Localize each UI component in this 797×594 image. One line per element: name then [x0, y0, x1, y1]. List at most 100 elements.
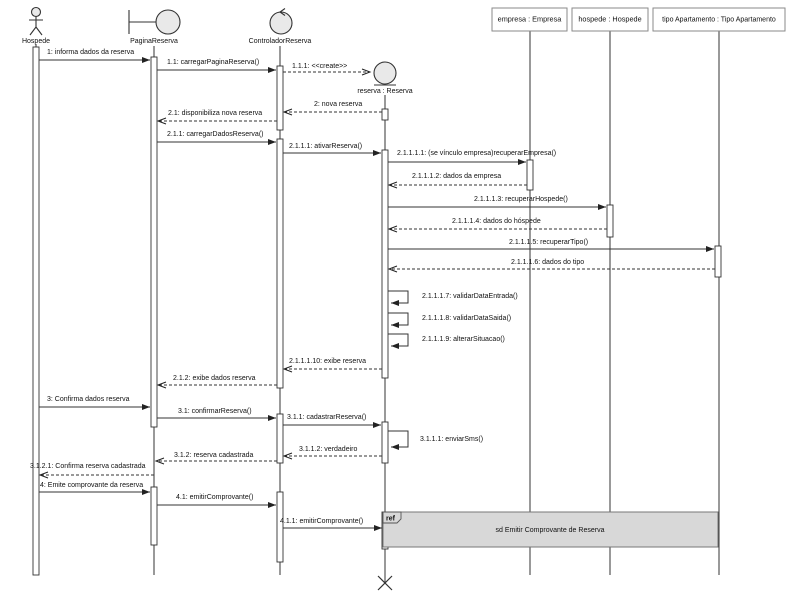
message-label: 2.1.1.1.1: (se vínculo empresa)recuperar… [397, 150, 556, 157]
message-call: 2.1.1: carregarDadosReserva() [157, 131, 276, 145]
lifeline-head-controlador-reserva: ControladorReserva [249, 8, 312, 45]
message-label: 4.1: emitirComprovante() [176, 494, 253, 501]
message-label: 2.1: disponibiliza nova reserva [168, 110, 262, 117]
ref-frame-box [382, 511, 719, 548]
lifeline-head-reserva: reserva : Reserva [357, 61, 413, 95]
message-label: 3.1.1.2: verdadeiro [299, 446, 357, 453]
message-label: 2.1.1.1.8: validarDataSaida() [422, 315, 511, 322]
object-box [652, 7, 786, 32]
boundary-icon [128, 9, 181, 35]
lifeline-label: hospede : Hospede [578, 15, 641, 24]
message-return: 3.1.2: reserva cadastrada [154, 452, 277, 465]
lifeline-label: empresa : Empresa [498, 15, 563, 24]
message-call: 1.1: carregarPaginaReserva() [157, 59, 276, 73]
message-self: 2.1.1.1.9: alterarSituacao() [388, 333, 505, 349]
activation-bar [381, 421, 389, 464]
message-label: 2.1.1.1.9: alterarSituacao() [422, 336, 505, 343]
message-label: 2.1.1.1.5: recuperarTipo() [509, 239, 588, 246]
message-self: 3.1.1.1: enviarSms() [388, 430, 483, 450]
activation-bar [276, 491, 284, 563]
activation-bar [381, 108, 389, 121]
message-label: 2.1.1.1.10: exibe reserva [289, 358, 366, 365]
activation-bar [32, 46, 40, 576]
lifeline-label: Hospede [22, 38, 50, 45]
activation-bar [150, 56, 158, 428]
message-return: 3.1.2.1: Confirma reserva cadastrada [30, 463, 154, 479]
message-label: 3.1.1: cadastrarReserva() [287, 414, 366, 421]
message-label: 2.1.1.1.3: recuperarHospede() [474, 196, 568, 203]
destroy-marker [377, 575, 393, 591]
message-label: 2.1.2: exibe dados reserva [173, 375, 256, 382]
message-return: 2.1.1.1.2: dados da empresa [387, 173, 527, 189]
message-call: 2.1.1.1: ativarReserva() [283, 143, 381, 156]
message-label: 3.1: confirmarReserva() [178, 408, 252, 415]
message-call: 1: informa dados da reserva [39, 49, 150, 63]
message-return: 2.1.1.1.6: dados do tipo [387, 259, 715, 273]
message-label: 2.1.1.1.6: dados do tipo [511, 259, 584, 266]
actor-icon [29, 6, 43, 36]
activation-bar [276, 413, 284, 464]
message-label: 4: Emite comprovante da reserva [40, 482, 143, 489]
message-call: 3.1.1: cadastrarReserva() [283, 414, 381, 428]
message-label: 2: nova reserva [314, 101, 362, 108]
lifeline-head-hospede-actor: Hospede [22, 6, 50, 45]
message-label: 2.1.1.1.2: dados da empresa [412, 173, 501, 180]
message-return: 2.1.2: exibe dados reserva [156, 375, 277, 389]
lifeline-label: tipo Apartamento : Tipo Apartamento [662, 17, 776, 24]
message-label: 2.1.1.1.7: validarDataEntrada() [422, 293, 518, 300]
activation-bar [381, 149, 389, 379]
ref-frame-label: sd Emitir Comprovante de Reserva [496, 527, 605, 534]
message-call: 4: Emite comprovante da reserva [39, 482, 150, 495]
message-label: 2.1.1.1.4: dados do hóspede [452, 218, 541, 225]
message-label: 3.1.2.1: Confirma reserva cadastrada [30, 463, 146, 470]
message-arrow [388, 312, 409, 328]
message-call: 2.1.1.1.3: recuperarHospede() [388, 196, 606, 210]
object-box [571, 7, 649, 32]
message-call: 2.1.1.1.5: recuperarTipo() [388, 239, 714, 252]
message-call: 3: Confirma dados reserva [39, 396, 150, 410]
message-label: 3.1.2: reserva cadastrada [174, 452, 253, 459]
ref-frame: ref sd Emitir Comprovante de Reserva [382, 511, 719, 548]
message-call: 3.1: confirmarReserva() [157, 408, 276, 421]
message-self: 2.1.1.1.8: validarDataSaida() [388, 312, 511, 328]
message-label: 2.1.1.1: ativarReserva() [289, 143, 362, 150]
entity-icon [373, 61, 397, 86]
lifeline-label: PaginaReserva [130, 38, 178, 45]
object-box [491, 7, 568, 32]
activation-bar [606, 204, 614, 238]
lifeline-head-empresa: empresa : Empresa [491, 7, 568, 32]
activation-bar [276, 138, 284, 389]
message-call: 2.1.1.1.1: (se vínculo empresa)recuperar… [388, 150, 556, 165]
lifeline-head-tipo-apartamento: tipo Apartamento : Tipo Apartamento [652, 7, 786, 32]
message-label: 2.1.1: carregarDadosReserva() [167, 131, 264, 138]
message-arrow [388, 430, 409, 450]
message-return: 2.1.1.1.4: dados do hóspede [387, 218, 607, 233]
activation-bar [714, 245, 722, 278]
lifelines [35, 31, 720, 583]
message-call: 4.1.1: emitirComprovante() [280, 518, 382, 531]
lifeline-head-pagina-reserva: PaginaReserva [128, 9, 181, 45]
message-label: 1: informa dados da reserva [47, 49, 134, 56]
message-label: 3.1.1.1: enviarSms() [420, 436, 483, 443]
message-return: 3.1.1.2: verdadeiro [282, 446, 382, 460]
message-return: 2.1.1.1.10: exibe reserva [282, 358, 382, 373]
message-label: 3: Confirma dados reserva [47, 396, 130, 403]
lifeline-head-hospede-object: hospede : Hospede [571, 7, 649, 32]
message-call: 4.1: emitirComprovante() [157, 494, 276, 508]
lifeline-label: ControladorReserva [249, 38, 312, 45]
message-label: 1.1.1: <<create>> [292, 63, 347, 70]
ref-tag-label: ref [386, 516, 396, 523]
activation-bar [276, 65, 284, 131]
control-icon [269, 8, 293, 35]
activation-bars [32, 46, 722, 576]
activation-bar [526, 159, 534, 191]
message-arrow [388, 333, 409, 349]
ref-tag-box [382, 511, 402, 524]
message-label: 4.1.1: emitirComprovante() [280, 518, 363, 525]
message-arrow [388, 290, 409, 306]
message-return: 2.1: disponibiliza nova reserva [156, 110, 277, 125]
message-label: 1.1: carregarPaginaReserva() [167, 59, 259, 66]
message-create: 1.1.1: <<create>> [283, 63, 372, 76]
activation-bar [150, 486, 158, 546]
